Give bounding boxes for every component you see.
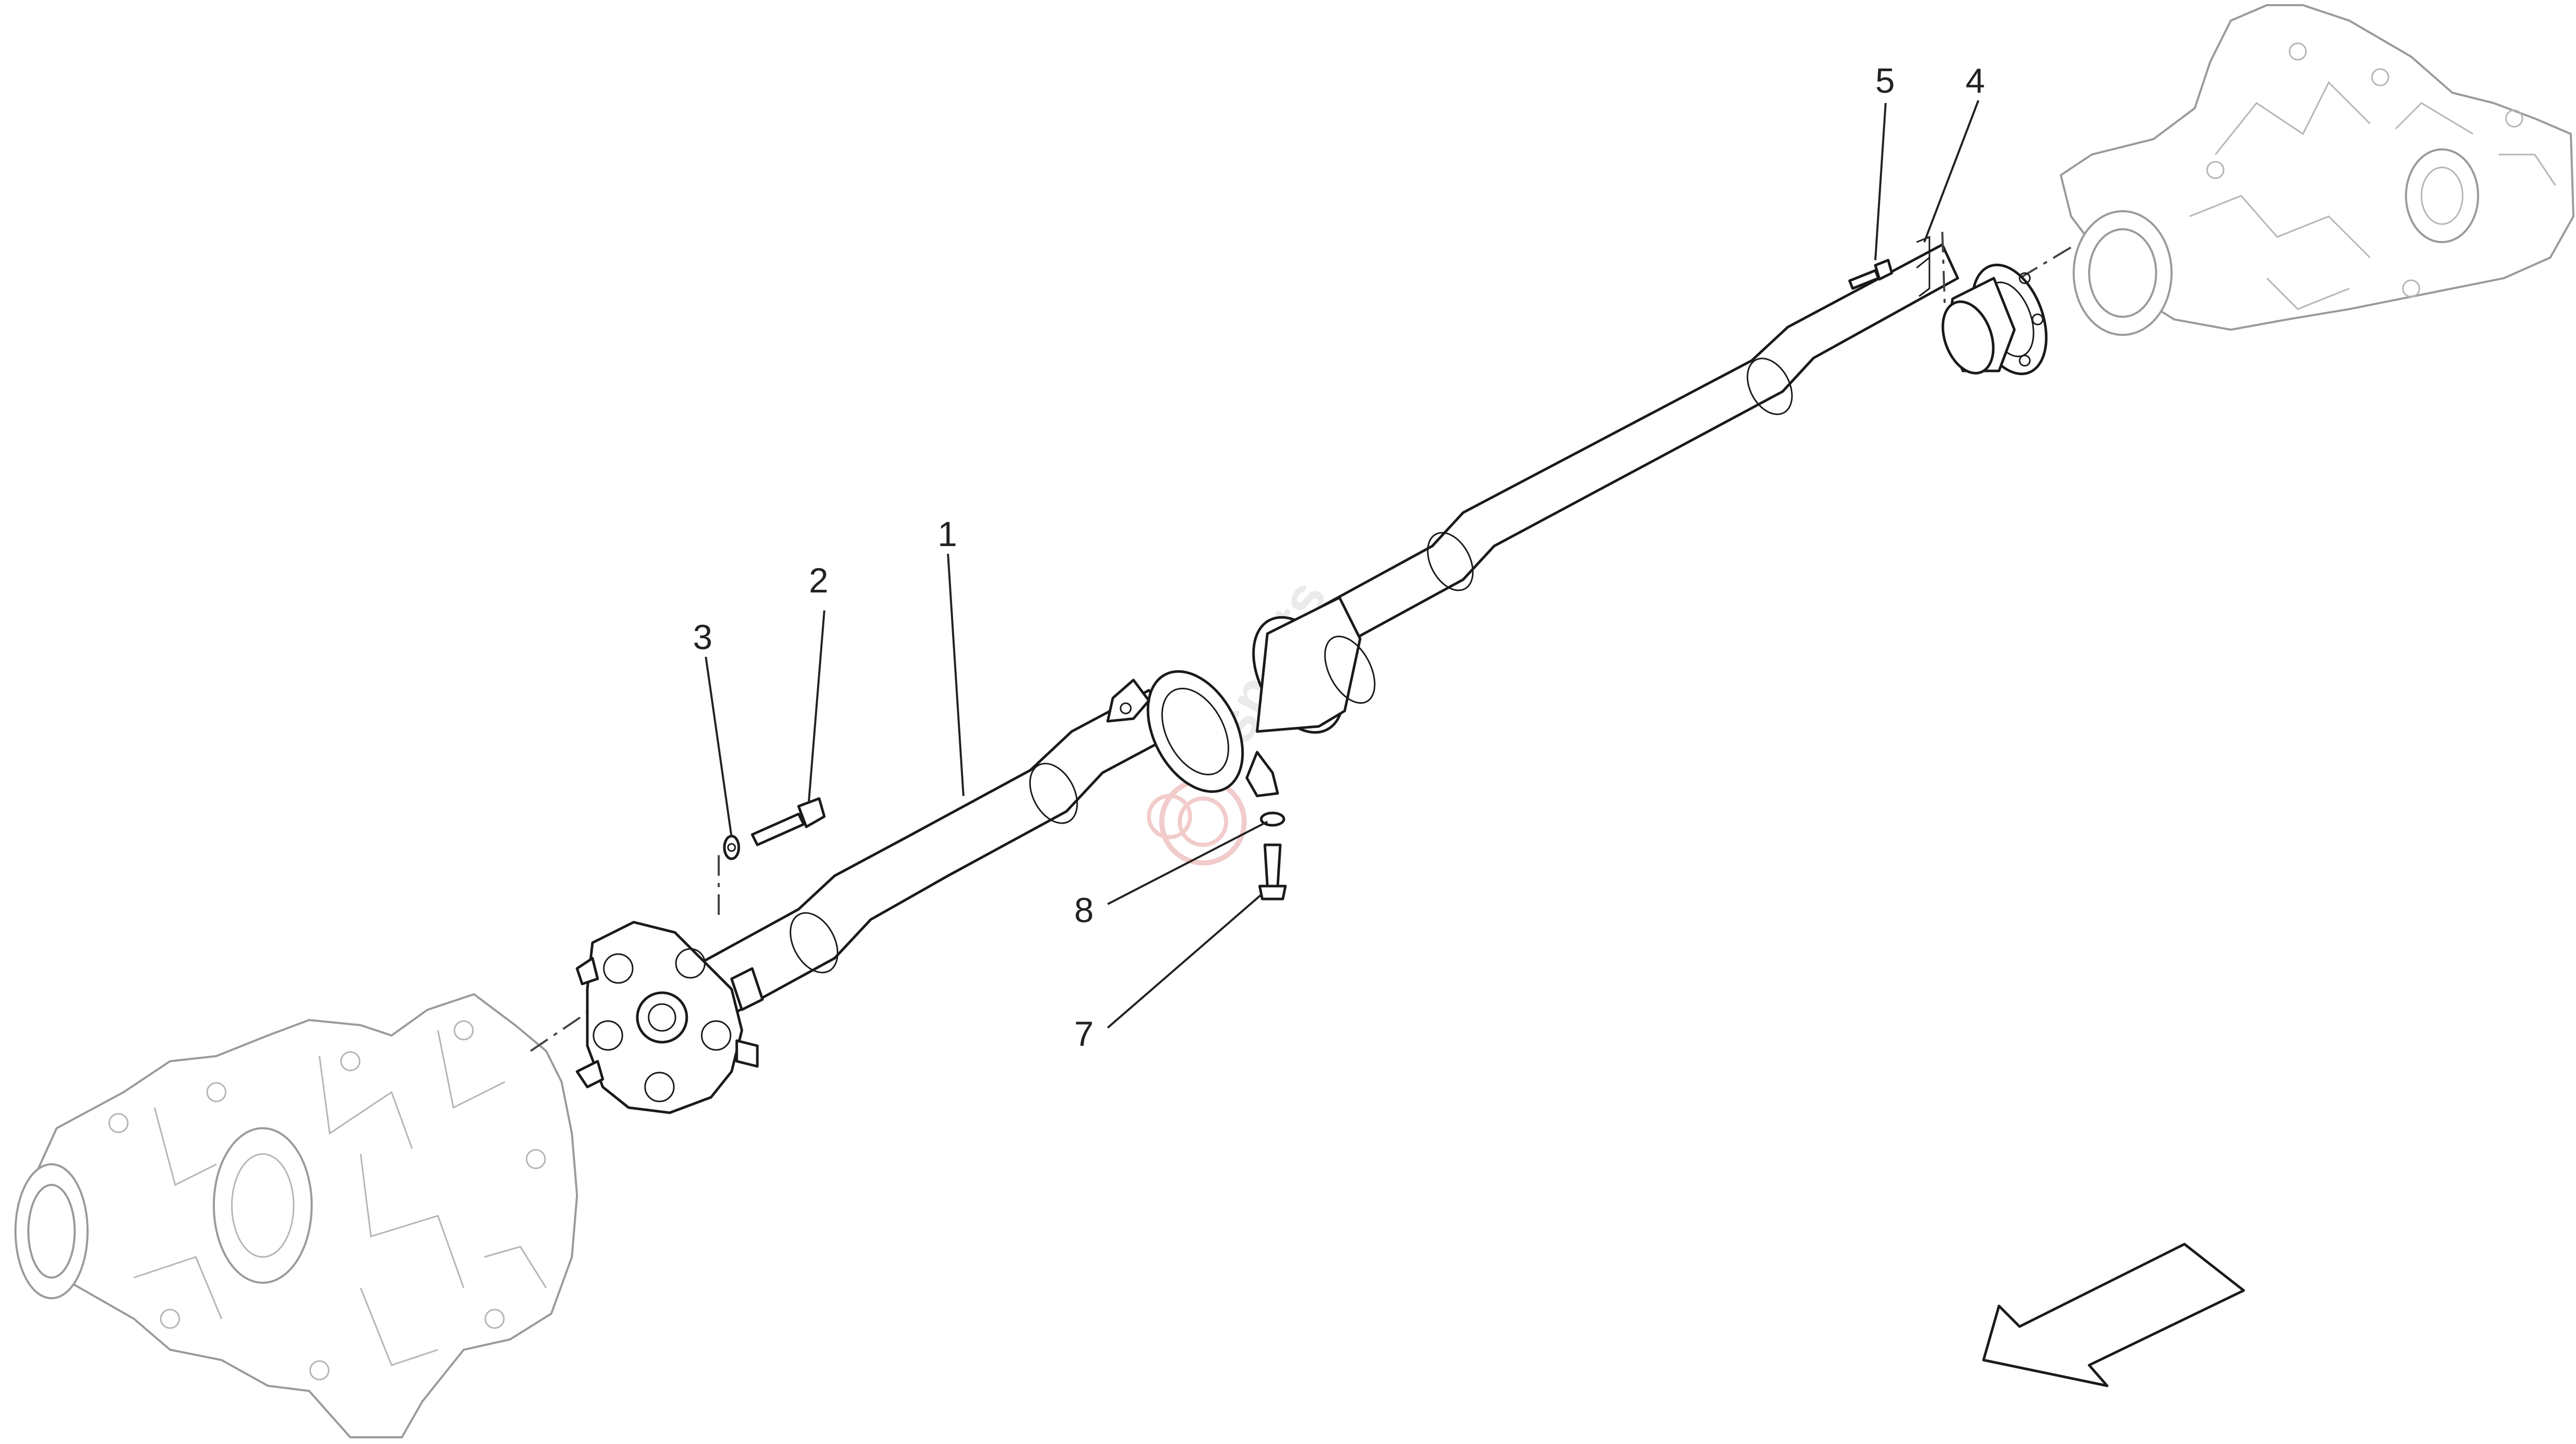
rear-differential-housing <box>2060 4 2574 336</box>
transfer-case-housing <box>14 993 578 1438</box>
callout-labels: 1 2 3 4 5 7 8 <box>693 61 1985 1054</box>
nut-item-3 <box>723 835 740 860</box>
callout-8: 8 <box>1074 891 1094 930</box>
propeller-shaft <box>689 243 1959 1019</box>
callout-1: 1 <box>938 515 957 554</box>
callout-5: 5 <box>1875 61 1895 100</box>
bolt-item-5 <box>1848 259 1893 290</box>
callout-4: 4 <box>1965 61 1985 100</box>
bolt-item-2 <box>751 797 826 846</box>
bolt-item-7 <box>1258 843 1287 901</box>
callout-7: 7 <box>1074 1014 1094 1054</box>
rear-flange <box>1941 263 2048 376</box>
leader-lines <box>705 100 1979 1029</box>
flex-coupling <box>575 921 764 1114</box>
callout-2: 2 <box>809 561 828 600</box>
direction-arrow-icon <box>1982 1243 2245 1387</box>
watermark-logo-icon <box>1159 778 1247 865</box>
callout-3: 3 <box>693 618 713 657</box>
clamp-item-4 <box>1916 231 1946 310</box>
center-bearing <box>1106 596 1376 797</box>
